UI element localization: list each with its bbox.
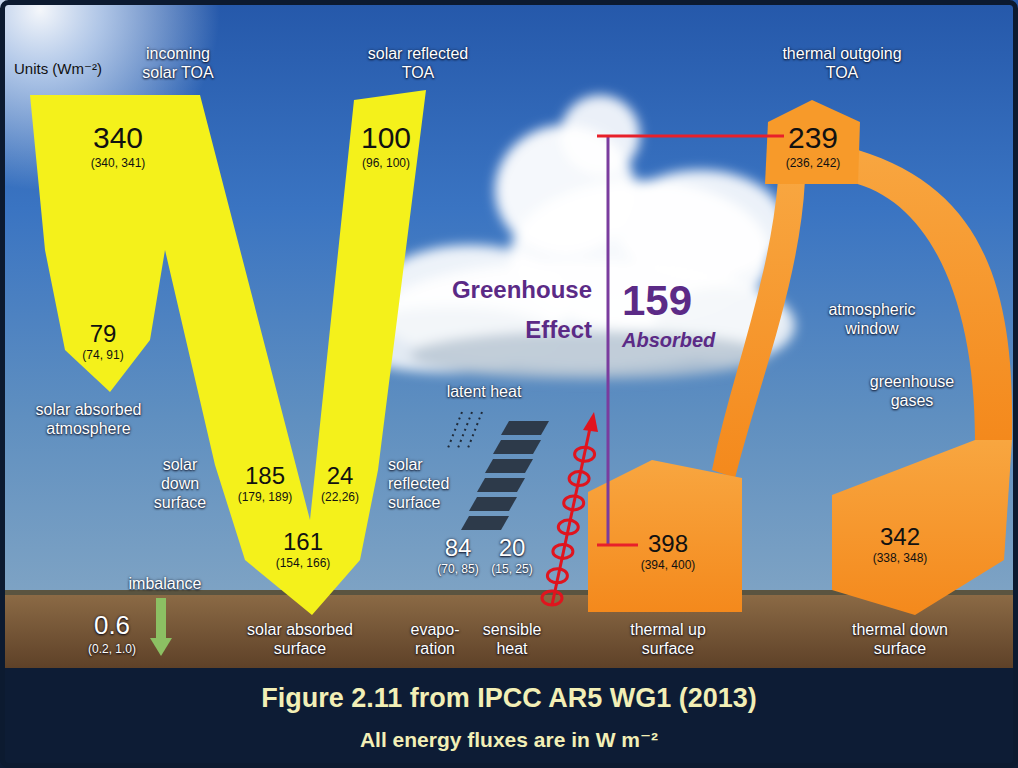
effect-title: Greenhouse Effect bbox=[382, 270, 592, 350]
ground bbox=[0, 595, 1018, 668]
flux-value: 79 bbox=[90, 320, 117, 349]
flux-label: thermal up surface bbox=[620, 620, 716, 658]
flux-label: sensible heat bbox=[474, 620, 550, 658]
imbalance-arrow bbox=[156, 598, 166, 640]
flux-range: (154, 166) bbox=[276, 556, 331, 570]
thermal-down-block bbox=[832, 440, 1012, 615]
flux-range: (0.2, 1.0) bbox=[88, 642, 136, 656]
effect-note: Absorbed bbox=[622, 328, 715, 352]
coil-loop bbox=[558, 520, 578, 534]
caption-panel bbox=[0, 668, 1018, 768]
rain-dots bbox=[448, 412, 462, 448]
latent-slab bbox=[493, 440, 541, 454]
coil-loop bbox=[547, 569, 567, 583]
window-band bbox=[712, 180, 805, 478]
flux-value: 0.6 bbox=[94, 610, 130, 641]
frame bbox=[3, 3, 1016, 766]
flux-value: 239 bbox=[788, 120, 838, 156]
coil-loop bbox=[569, 472, 589, 486]
flux-label: solar absorbed surface bbox=[230, 620, 370, 658]
coil-axis bbox=[552, 428, 590, 605]
flux-range: (15, 25) bbox=[491, 562, 532, 576]
flux-label: greenhouse gases bbox=[862, 372, 962, 410]
latent-slab bbox=[469, 497, 517, 511]
flux-range: (338, 348) bbox=[873, 551, 928, 565]
greenhouse-bracket bbox=[607, 136, 610, 545]
flux-value: 84 bbox=[445, 534, 472, 563]
flux-label: solar reflected surface bbox=[388, 455, 460, 513]
flux-value: 24 bbox=[327, 462, 354, 491]
outgoing-thermal-arrow bbox=[765, 100, 860, 184]
cloud bbox=[340, 95, 795, 379]
coil-loop bbox=[564, 496, 584, 510]
cloud-part bbox=[615, 170, 785, 280]
flux-label: atmospheric window bbox=[816, 300, 928, 338]
flux-range: (340, 341) bbox=[91, 156, 146, 170]
coil-arrowhead bbox=[583, 412, 598, 432]
flux-label: thermal down surface bbox=[842, 620, 958, 658]
latent-slab bbox=[485, 459, 533, 473]
flux-value: 20 bbox=[499, 534, 526, 563]
flux-label: solar down surface bbox=[148, 455, 212, 513]
caption-note: All energy fluxes are in W m⁻² bbox=[360, 727, 658, 752]
flux-label: solar absorbed atmosphere bbox=[6, 400, 171, 438]
flux-value: 342 bbox=[880, 523, 920, 552]
flux-value: 185 bbox=[245, 462, 285, 491]
bracket-tick bbox=[597, 135, 784, 138]
flux-label: incoming solar TOA bbox=[131, 44, 226, 82]
flux-value: 161 bbox=[283, 528, 323, 557]
flux-label: thermal outgoing TOA bbox=[767, 44, 917, 82]
units-note: Units (Wm⁻²) bbox=[14, 60, 102, 78]
sensible-heat-coil bbox=[542, 428, 595, 605]
latent-slab bbox=[501, 421, 549, 435]
flux-label: latent heat bbox=[447, 382, 522, 401]
bracket-tick bbox=[597, 544, 638, 547]
greenhouse-band bbox=[850, 150, 1012, 440]
latent-slab bbox=[461, 516, 509, 530]
latent-slab bbox=[477, 478, 525, 492]
flux-value: 398 bbox=[648, 530, 688, 559]
flux-label: imbalance bbox=[129, 574, 202, 593]
flux-range: (74, 91) bbox=[82, 348, 123, 362]
flux-range: (70, 85) bbox=[437, 562, 478, 576]
flux-value: 100 bbox=[361, 120, 411, 156]
coil-loop bbox=[542, 591, 562, 605]
flux-label: solar reflected TOA bbox=[356, 44, 481, 82]
rain-dots bbox=[468, 412, 482, 448]
coil-loop bbox=[575, 447, 595, 461]
figure-caption: Figure 2.11 from IPCC AR5 WG1 (2013) bbox=[261, 682, 757, 714]
rain-dots bbox=[458, 412, 472, 448]
flux-range: (179, 189) bbox=[238, 490, 293, 504]
flux-range: (22,26) bbox=[321, 490, 359, 504]
effect-value: 159 bbox=[622, 276, 692, 326]
thermal-up-block bbox=[588, 460, 742, 612]
flux-range: (236, 242) bbox=[786, 156, 841, 170]
flux-label: evapo- ration bbox=[404, 620, 466, 658]
flux-range: (96, 100) bbox=[362, 156, 410, 170]
flux-value: 340 bbox=[93, 120, 143, 156]
flux-range: (394, 400) bbox=[641, 558, 696, 572]
coil-loop bbox=[553, 544, 573, 558]
solar-flux-band bbox=[30, 90, 426, 615]
imbalance-arrowhead bbox=[150, 638, 172, 656]
latent-heat-stack bbox=[448, 412, 549, 530]
